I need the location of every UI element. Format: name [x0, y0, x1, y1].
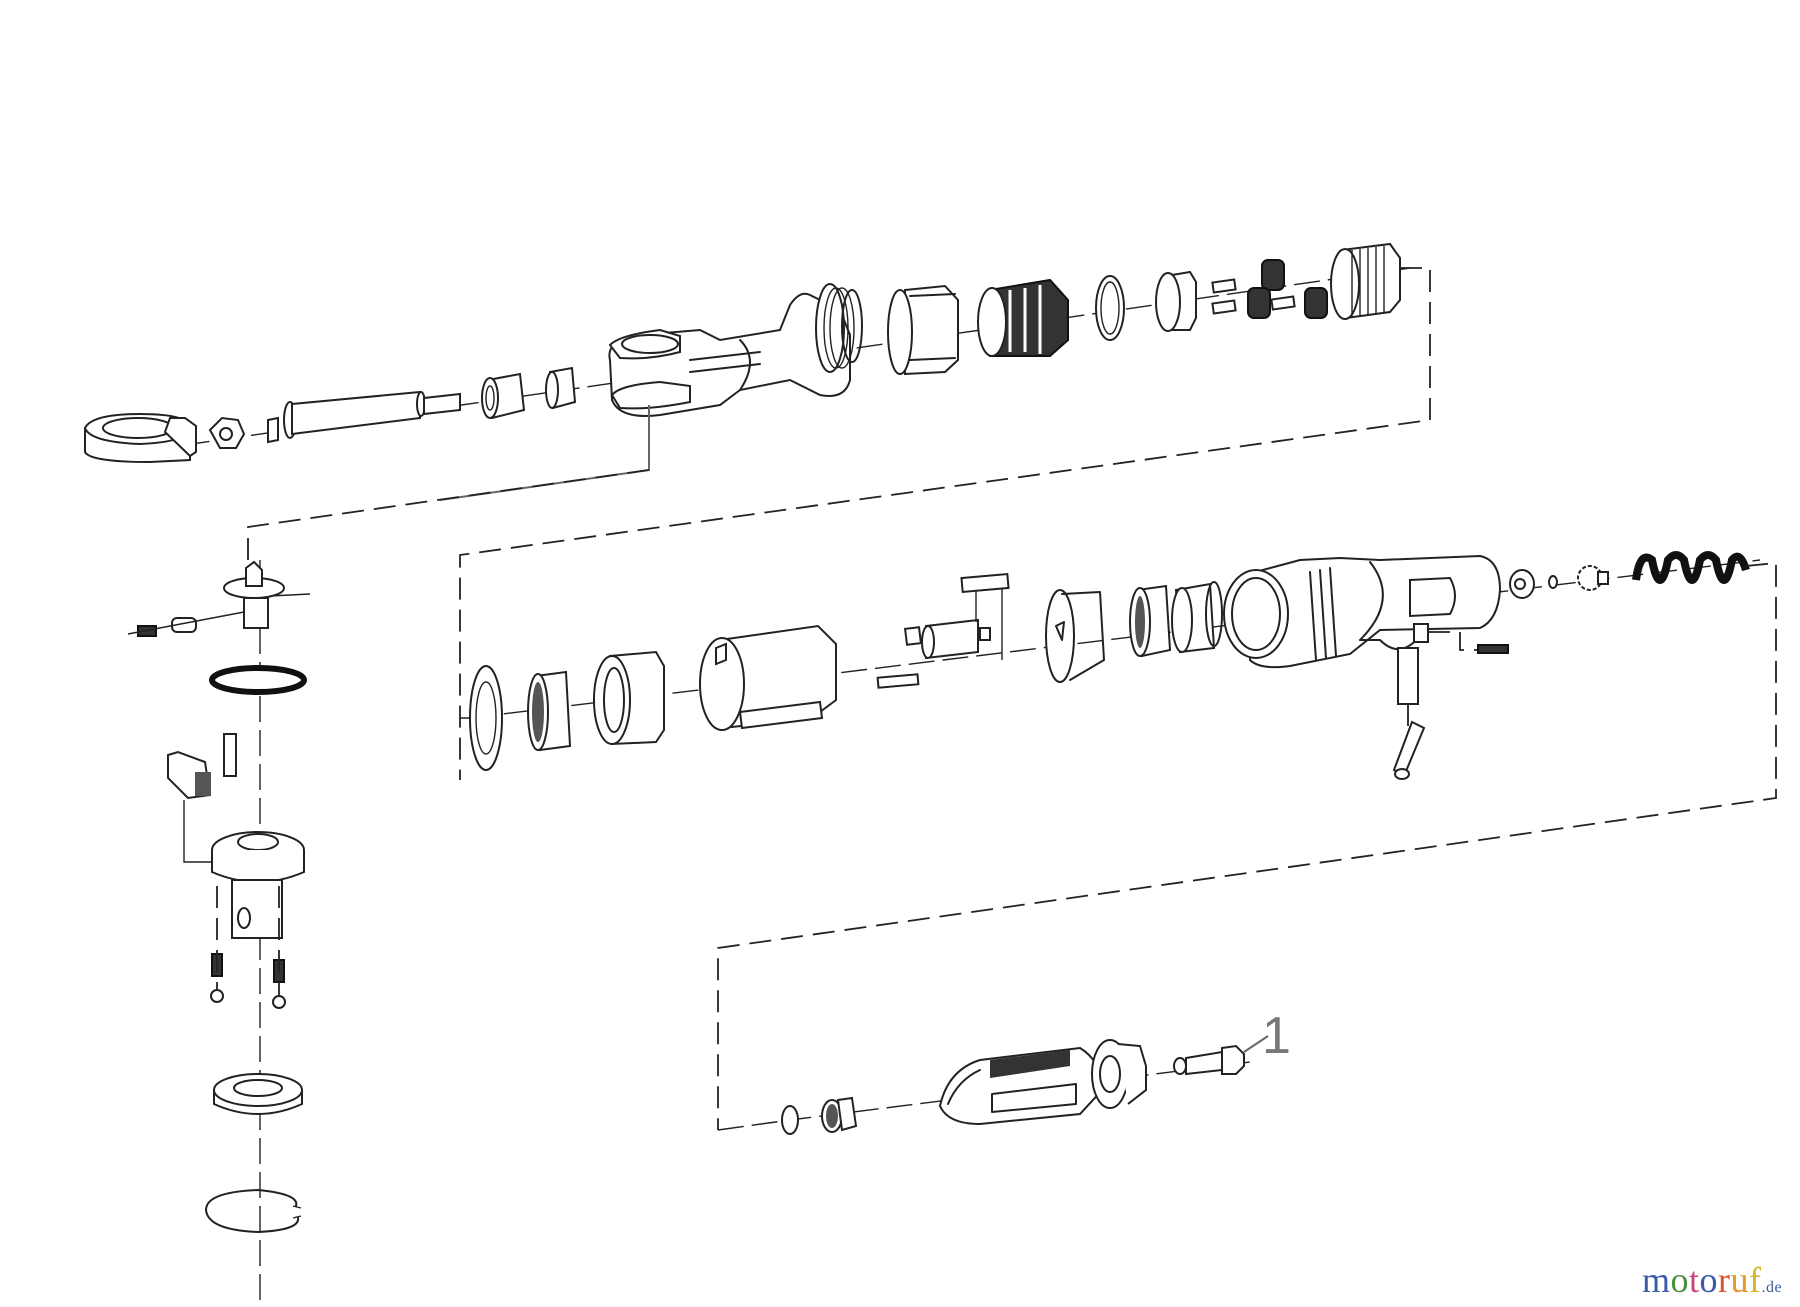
motoruf-logo[interactable]: motoruf.de: [1642, 1262, 1782, 1298]
bushing-1-part: [481, 372, 526, 420]
drive-yoke-part: [223, 560, 311, 629]
logo-letter: t: [1689, 1260, 1700, 1300]
logo-letter: o: [1670, 1260, 1690, 1300]
end-cap-part: [1091, 1039, 1147, 1109]
threaded-ring-part: [1330, 242, 1401, 320]
logo-letter: m: [1642, 1260, 1671, 1300]
muffler-part: [821, 1096, 858, 1133]
lever-part: [1392, 720, 1426, 780]
o-ring-part-2: [781, 1105, 799, 1135]
pawl-part: [167, 750, 212, 863]
planet-carrier-part: [1155, 270, 1197, 332]
grip-cover-part: [938, 1046, 1106, 1126]
nut-part: [208, 416, 246, 449]
logo-letter: f: [1749, 1260, 1762, 1300]
spring-part: [1632, 551, 1750, 584]
needle-pin-2: [1211, 299, 1237, 315]
air-inlet-fitting-part: [1173, 1044, 1245, 1076]
bushing-2-part: [545, 366, 577, 410]
ribbed-sleeve-part: [977, 278, 1069, 357]
lever-spring-part: [1477, 644, 1509, 654]
vane-part: [960, 572, 1010, 594]
motor-row: [460, 551, 1777, 1130]
bushing-part: [1509, 569, 1535, 599]
planet-gear-1: [1261, 259, 1285, 291]
motor-housing-part: [1223, 554, 1502, 669]
logo-letter: u: [1730, 1260, 1750, 1300]
snap-ring-part: [205, 1189, 300, 1233]
detent-ball-1: [210, 989, 224, 1003]
rear-bearing-part: [1129, 584, 1172, 658]
planet-gear-3: [1304, 287, 1328, 319]
wave-washer-part: [209, 665, 307, 695]
planet-gear-2: [1247, 287, 1271, 319]
washer-part: [469, 665, 503, 771]
logo-tld: .de: [1761, 1279, 1783, 1296]
head-and-housing-row: [83, 242, 1431, 780]
needle-pin-3: [1270, 295, 1296, 311]
valve-stem-part: [1548, 575, 1558, 589]
ratchet-mechanism-column: [127, 469, 650, 1300]
bearing-cap-part: [1171, 581, 1223, 654]
valve-seat-part: [1577, 565, 1609, 591]
bearing-part: [527, 670, 572, 752]
bearing-housing-part: [593, 650, 665, 746]
detent-ball-2: [272, 995, 286, 1009]
cylinder-part: [699, 624, 837, 731]
needle-pin-1: [1211, 278, 1237, 294]
drive-shaft-part: [267, 390, 461, 444]
end-plate-part: [1045, 589, 1105, 683]
lock-collar-part: [887, 284, 959, 376]
pin-part: [223, 733, 237, 777]
ratchet-housing-part: [439, 283, 863, 501]
ratchet-anvil-part: [211, 831, 305, 939]
seal-ring-part: [213, 1073, 303, 1115]
logo-letter: r: [1718, 1260, 1731, 1300]
logo-letter: o: [1699, 1260, 1719, 1300]
valve-stop-part: [1413, 623, 1429, 643]
key-pin-part: [876, 673, 920, 689]
callout-label-1: 1: [1262, 1007, 1291, 1065]
exhaust-row: [717, 1035, 1269, 1135]
ratchet-ring-head-part: [83, 412, 197, 464]
o-ring-part: [1095, 275, 1125, 341]
rotor-part: [903, 580, 991, 660]
